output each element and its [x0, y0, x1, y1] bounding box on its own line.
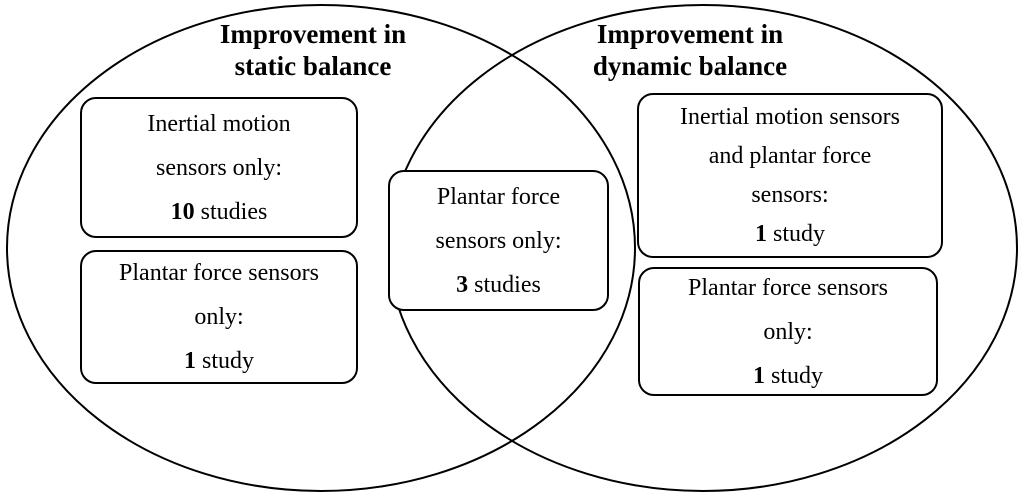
overlap-plantar-sensors-box: Plantar force sensors only: 3 studies [388, 170, 609, 311]
box-text-line: sensors only: [435, 227, 562, 254]
study-count-line: 1 study [753, 354, 823, 398]
study-count-line: 10 studies [171, 190, 268, 234]
study-count-suffix: study [764, 362, 823, 389]
study-count-suffix: studies [194, 198, 268, 225]
study-count: 1 [183, 348, 196, 374]
study-count-suffix: studies [468, 271, 541, 298]
box-text-line: Inertial motion sensors [680, 103, 900, 130]
static-balance-title-line2: static balance [234, 51, 392, 81]
box-text-line: Plantar force sensors [119, 260, 319, 286]
study-count-line: 1 study [184, 339, 254, 383]
study-count-suffix: study [195, 348, 254, 374]
box-text-line: only: [194, 304, 244, 330]
static-balance-title-line1: Improvement in [219, 19, 407, 49]
static-inertial-sensors-box: Inertial motion sensors only: 10 studies [80, 97, 358, 238]
study-count: 3 [456, 271, 469, 298]
study-count-line: 3 studies [456, 263, 541, 307]
static-balance-ellipse [6, 4, 636, 492]
static-balance-title: Improvement in static balance [163, 18, 463, 82]
dynamic-balance-title-line1: Improvement in [596, 19, 784, 49]
study-count-suffix: study [766, 220, 825, 247]
study-count: 10 [170, 198, 195, 225]
dynamic-inertial-and-plantar-box: Inertial motion sensors and plantar forc… [637, 93, 943, 258]
box-text-line: Plantar force sensors [688, 274, 888, 301]
study-count: 1 [752, 362, 765, 389]
box-text-line: sensors only: [156, 154, 282, 181]
box-text-line: Inertial motion [147, 110, 291, 137]
box-text-line: only: [763, 318, 813, 345]
box-text-line: Plantar force [436, 183, 561, 210]
dynamic-balance-title-line2: dynamic balance [592, 51, 788, 81]
box-text-line: sensors: [751, 181, 829, 208]
static-plantar-sensors-box: Plantar force sensors only: 1 study [80, 250, 358, 384]
study-count: 1 [754, 220, 767, 247]
box-text-line: and plantar force [708, 142, 872, 169]
dynamic-plantar-sensors-box: Plantar force sensors only: 1 study [638, 267, 938, 396]
dynamic-balance-title: Improvement in dynamic balance [540, 18, 840, 82]
study-count-line: 1 study [755, 215, 825, 254]
